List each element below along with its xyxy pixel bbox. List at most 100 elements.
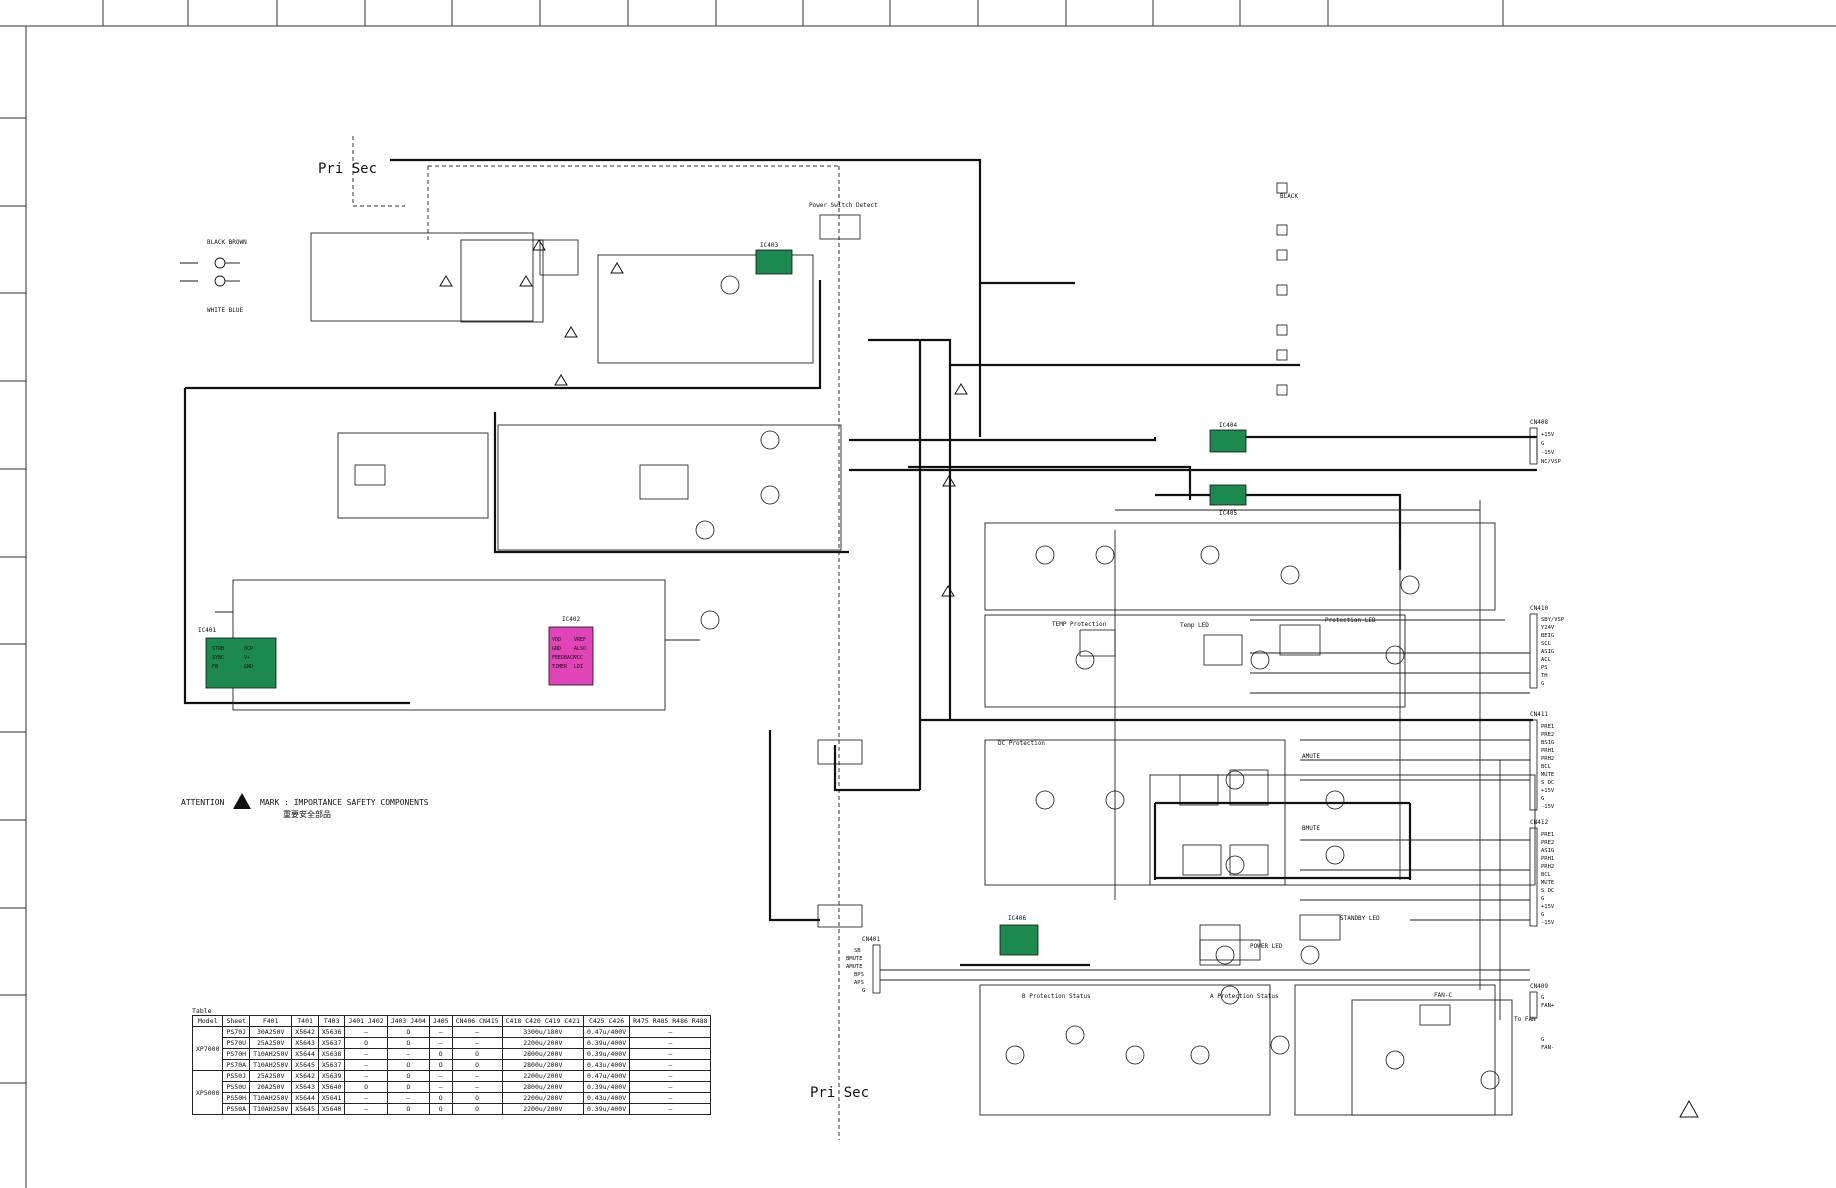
- table-cell: 0.47u/400V: [582, 1070, 631, 1082]
- table-cell: PS50U: [222, 1081, 251, 1093]
- pri-sec-label-bottom: Pri Sec: [810, 1085, 869, 1101]
- table-cell: PS70A: [222, 1059, 251, 1071]
- table-cell: 2200u/200V: [501, 1037, 584, 1049]
- terminal-stack: [1276, 182, 1288, 396]
- cn411-pin-5: PRH2: [1541, 756, 1554, 762]
- ic406-label: IC406: [1008, 915, 1026, 922]
- ic402-pin-7: VCC: [574, 655, 583, 661]
- cn412-pin-6: BCL: [1541, 872, 1552, 878]
- table-header-cell: J405: [428, 1015, 453, 1027]
- table-cell: 2800u/200V: [501, 1059, 584, 1071]
- connector-cn411: CN411 PRE1 PRE2 BSIG PRH1 PRH2 BCL MUTE …: [1529, 711, 1555, 811]
- ic402-pin-2: GND: [552, 646, 561, 652]
- b-protection-status-label: B Protection Status: [1022, 993, 1091, 1000]
- cn410-pin-7: PS: [1541, 665, 1548, 671]
- table-cell: O: [451, 1103, 503, 1115]
- table-cell: T10AH250V: [249, 1048, 293, 1060]
- table-cell: 20A250V: [249, 1081, 293, 1093]
- cn408-pin-1: +15V: [1541, 432, 1555, 438]
- table-cell: PS50A: [222, 1103, 251, 1115]
- ic402-controller: IC402 VDD GND FEEDBACK TIMER VREF ALSO V…: [548, 616, 594, 686]
- cn409-name: CN409: [1530, 983, 1548, 990]
- table-cell: 0.43u/400V: [582, 1092, 631, 1104]
- table-cell: –: [451, 1070, 503, 1082]
- table-cell: PS70H: [222, 1048, 251, 1060]
- ic403-regulator: IC403: [755, 242, 793, 275]
- cn412-pin-2: PRE2: [1541, 840, 1554, 846]
- table-cell: O: [451, 1048, 503, 1060]
- connector-cn401: CN401 SB BMUTE AMUTE BPS APS G: [846, 936, 880, 994]
- ic401-pin-3: FB: [212, 664, 218, 670]
- table-cell: O: [428, 1048, 453, 1060]
- cn411-pin-2: PRE2: [1541, 732, 1554, 738]
- table-cell: –: [629, 1103, 712, 1115]
- table-cell: X5642: [291, 1070, 319, 1082]
- power-switch-detect-label: Power Switch Detect: [809, 202, 878, 209]
- table-cell: –: [428, 1037, 453, 1049]
- ic402-pin-5: VREF: [574, 637, 586, 643]
- cn412-pin-11: G: [1541, 912, 1544, 918]
- cn411-pin-6: BCL: [1541, 764, 1552, 770]
- ic402-pin-3: FEEDBACK: [552, 655, 576, 661]
- cn410-pin-1: SBY/VSP: [1541, 617, 1565, 623]
- table-cell: –: [344, 1092, 388, 1104]
- table-cell: X5641: [317, 1092, 346, 1104]
- table-cell: –: [451, 1026, 503, 1038]
- cn410-pin-2: Y24V: [1541, 625, 1555, 631]
- table-cell: 25A250V: [249, 1070, 293, 1082]
- table-header-cell: Sheet: [222, 1015, 251, 1027]
- table-header-cell: J401 J402: [344, 1015, 388, 1027]
- cn412-pin-7: MUTE: [1541, 880, 1554, 886]
- attention-prefix: ATTENTION: [181, 798, 225, 807]
- table-cell: –: [629, 1037, 712, 1049]
- cn401-name: CN401: [862, 936, 880, 943]
- table-cell: 2200u/200V: [501, 1092, 584, 1104]
- cn408-pin-3: -15V: [1541, 450, 1555, 456]
- cn411-pin-7: MUTE: [1541, 772, 1554, 778]
- table-cell: 2200u/200V: [501, 1103, 584, 1115]
- table-cell: –: [629, 1048, 712, 1060]
- table-header-cell: T401: [291, 1015, 319, 1027]
- table-cell: –: [629, 1026, 712, 1038]
- table-cell: X5642: [291, 1026, 319, 1038]
- table-cell: X5640: [317, 1081, 346, 1093]
- table-header-cell: J403 J404: [386, 1015, 430, 1027]
- table-header-cell: C425 C426: [582, 1015, 631, 1027]
- table-model-cell: XP5000: [191, 1070, 224, 1115]
- table-cell: –: [629, 1070, 712, 1082]
- table-cell: O: [344, 1081, 388, 1093]
- black-brown-label: BLACK BROWN: [207, 239, 247, 246]
- cn412-pin-10: +15V: [1541, 904, 1555, 910]
- table-cell: 25A250V: [249, 1037, 293, 1049]
- table-cell: X5645: [291, 1059, 319, 1071]
- table-header-cell: CN406 CN415: [451, 1015, 503, 1027]
- cn410-pin-3: BEIG: [1541, 633, 1554, 639]
- table-cell: –: [344, 1048, 388, 1060]
- connector-cn408: CN408 +15V G -15V NC/VSP: [1529, 419, 1562, 465]
- table-cell: PS50H: [222, 1092, 251, 1104]
- ic405-regulator: IC405: [1209, 484, 1247, 517]
- cn409-pin-2: FAN+: [1541, 1003, 1555, 1009]
- signal-wiring: [215, 232, 1538, 1116]
- cn401-pin-3: AMUTE: [846, 964, 863, 970]
- connector-cn412: CN412 PRE1 PRE2 ASIG PRH1 PRH2 BCL MUTE …: [1529, 819, 1555, 927]
- table-cell: 0.39u/400V: [582, 1037, 631, 1049]
- cn408-name: CN408: [1530, 419, 1548, 426]
- attention-subtext: 重要安全部品: [283, 810, 331, 819]
- warning-triangle-icon: [233, 793, 252, 809]
- table-cell: PS70J: [222, 1026, 251, 1038]
- table-cell: O: [386, 1037, 430, 1049]
- table-cell: O: [386, 1103, 430, 1115]
- bmute-label: BMUTE: [1302, 825, 1320, 832]
- connector-cn410: CN410 SBY/VSP Y24V BEIG SCL ASIG ACL PS …: [1529, 605, 1565, 689]
- cn401-pin-4: BPS: [854, 972, 864, 978]
- table-cell: X5645: [291, 1103, 319, 1115]
- cn411-pin-8: S DC: [1541, 780, 1554, 786]
